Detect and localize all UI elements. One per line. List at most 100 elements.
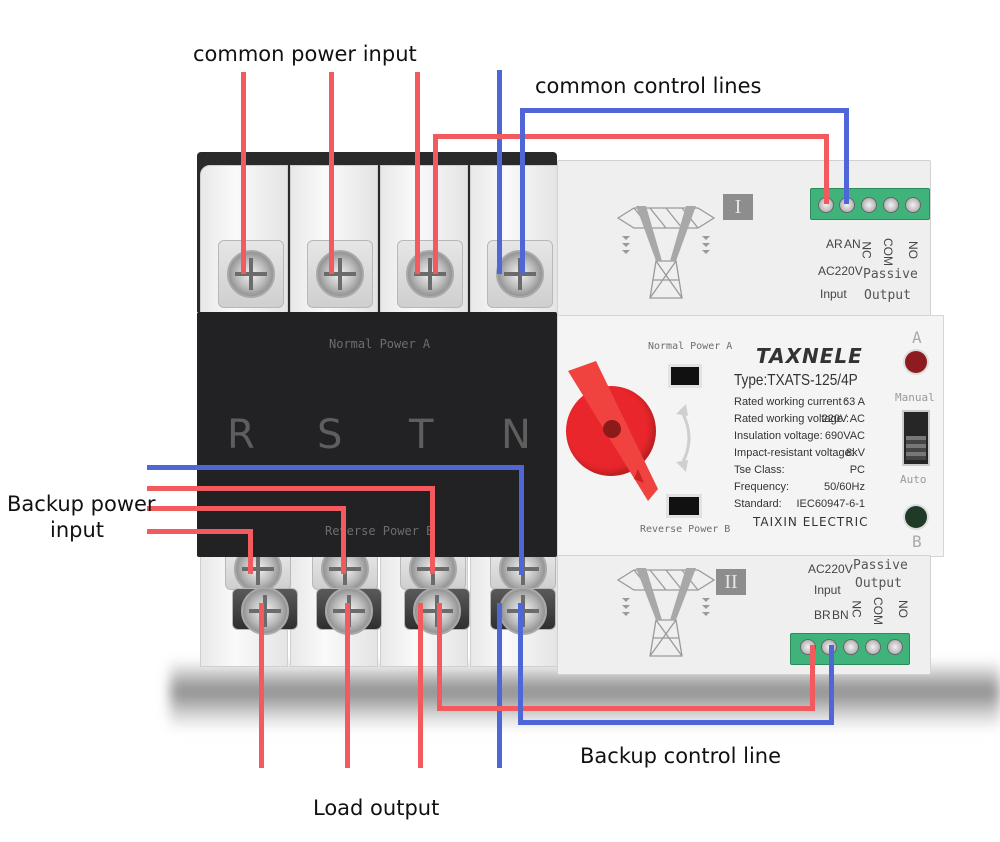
output-label: Output — [864, 288, 911, 303]
top-control-module: I AR AN NC COM NO AC220V Passive Input O… — [557, 160, 931, 317]
indicator-a-led — [905, 351, 927, 373]
panel-reverse-power-label: Reverse Power B — [325, 524, 434, 538]
load-output-wire-r — [259, 603, 264, 768]
mode-manual-label: Manual — [895, 391, 935, 404]
position-window-a — [668, 364, 702, 388]
backup-control-wire-bn-v2 — [829, 645, 834, 725]
spec-label: Impact-resistant voltage: — [734, 447, 854, 459]
terminal-com-label: COM — [881, 238, 895, 266]
common-control-wire-ar-down — [824, 134, 829, 204]
input-label: Input — [820, 287, 847, 301]
terminal-bn-label: BN — [832, 608, 849, 622]
input-voltage-label: AC220V — [808, 562, 853, 576]
common-control-wire-an-down — [844, 108, 849, 204]
terminal-nc-label: NC — [859, 241, 874, 259]
common-power-wire-r — [241, 72, 246, 274]
top-terminal-s[interactable] — [307, 240, 373, 308]
spec-value: 220V AC — [821, 413, 865, 425]
backup-power-wire-r-h — [147, 529, 253, 534]
bottom-terminal-r-lower[interactable] — [232, 587, 298, 635]
backup-power-wire-s-v — [341, 506, 346, 574]
panel-normal-power-label: Normal Power A — [329, 337, 431, 351]
spec-label: Rated working current : — [734, 396, 848, 408]
backup-power-wire-s-h — [147, 506, 346, 511]
phase-label-s: S — [317, 412, 343, 458]
rotation-arrow-icon — [676, 404, 691, 472]
terminal-ar-label: AR — [826, 237, 843, 251]
phase-label-n: N — [501, 412, 531, 458]
passive-label: Passive — [853, 558, 908, 573]
input-voltage-label: AC220V — [818, 264, 863, 278]
spec-label: Frequency: — [734, 481, 790, 493]
backup-power-wire-n-h — [147, 465, 524, 470]
common-power-wire-s — [329, 72, 334, 274]
screw-icon — [499, 587, 547, 635]
load-output-wire-s — [345, 603, 350, 768]
backup-control-wire-bn-v1 — [518, 603, 523, 725]
terminal-an-label: AN — [844, 237, 861, 251]
spec-value: IEC60947-6-1 — [796, 498, 866, 510]
label-backup-power-input-1: Backup power — [7, 492, 156, 516]
backup-power-wire-t-h — [147, 486, 435, 491]
spec-value: 63 A — [842, 396, 865, 408]
power-tower-icon — [616, 568, 716, 657]
selector-lever[interactable] — [558, 361, 668, 511]
screw-icon — [227, 250, 275, 298]
terminal-com-screw[interactable] — [865, 639, 881, 655]
selector-top-label: Normal Power A — [648, 341, 733, 352]
terminal-nc-screw[interactable] — [861, 197, 877, 213]
label-common-power-input: common power input — [193, 42, 417, 66]
terminal-no-screw[interactable] — [887, 639, 903, 655]
terminal-com-label: COM — [871, 597, 885, 625]
terminal-br-label: BR — [814, 608, 831, 622]
backup-control-wire-br-v2 — [810, 645, 815, 711]
position-window-b — [666, 494, 702, 518]
label-backup-control-line: Backup control line — [580, 744, 782, 768]
model-type: Type:TXATS-125/4P — [734, 372, 858, 389]
load-output-wire-n — [497, 603, 502, 768]
common-control-wire-ar — [433, 134, 438, 274]
spec-value: 690VAC — [824, 430, 865, 442]
manufacturer-label: TAIXIN ELECTRIC — [753, 515, 869, 529]
input-label: Input — [814, 583, 841, 597]
bottom-terminal-r-upper[interactable] — [225, 545, 291, 593]
terminal-no-screw[interactable] — [905, 197, 921, 213]
indicator-b-led — [905, 506, 927, 528]
output-label: Output — [855, 576, 902, 591]
top-terminal-r[interactable] — [218, 240, 284, 308]
screw-icon — [406, 250, 454, 298]
phase-label-t: T — [409, 412, 434, 458]
backup-control-wire-br-h — [437, 706, 815, 711]
common-power-wire-n — [497, 70, 502, 274]
switch-slider[interactable] — [906, 436, 926, 460]
front-faceplate: Normal Power A Reverse Power B TAXNELE T… — [557, 315, 944, 557]
label-load-output: Load output — [313, 796, 440, 820]
spec-label: Insulation voltage: — [734, 430, 823, 442]
manual-auto-switch[interactable] — [902, 410, 930, 466]
mode-auto-label: Auto — [900, 473, 927, 486]
backup-control-wire-br-v1 — [437, 603, 442, 711]
power-tower-icon — [616, 206, 716, 299]
backup-power-wire-n-v — [519, 465, 524, 575]
spec-label: Tse Class: — [734, 464, 785, 476]
terminal-nc-label: NC — [849, 600, 864, 618]
screw-icon — [316, 250, 364, 298]
spec-value: PC — [849, 464, 865, 476]
terminal-nc-screw[interactable] — [843, 639, 859, 655]
terminal-no-label: NO — [896, 600, 910, 618]
spec-label: Rated working voltage : — [734, 413, 849, 425]
phase-label-r: R — [227, 412, 255, 458]
brand-logo: TAXNELE — [756, 344, 863, 368]
top-terminal-t[interactable] — [397, 240, 463, 308]
source-i-badge: I — [723, 194, 753, 220]
spec-label: Standard: — [734, 498, 782, 510]
common-control-wire-ar-h — [433, 134, 829, 139]
label-backup-power-input-2: input — [50, 518, 105, 542]
terminal-com-screw[interactable] — [883, 197, 899, 213]
top-control-terminal-block[interactable] — [810, 188, 930, 220]
bottom-control-terminal-block[interactable] — [790, 633, 910, 665]
source-ii-badge: II — [716, 569, 746, 595]
label-common-control-lines: common control lines — [535, 74, 762, 98]
indicator-strip: A Manual Auto B — [890, 318, 940, 553]
spec-value: 8kV — [846, 447, 865, 459]
